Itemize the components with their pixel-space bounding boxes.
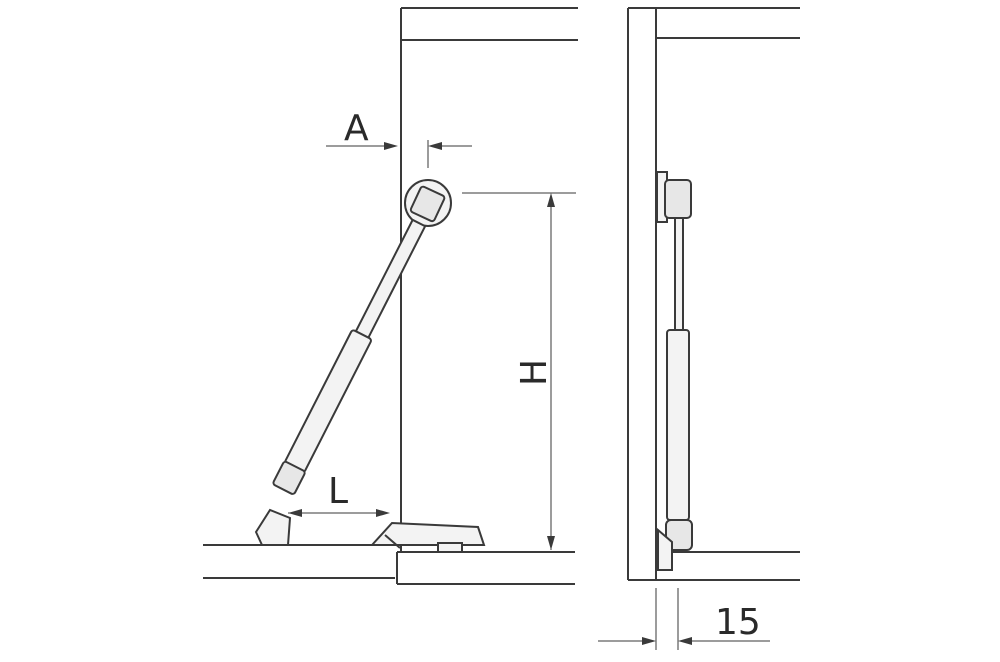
top-mount-ball (404, 179, 452, 227)
cabinet-side-panel (400, 7, 578, 552)
dimension-h-label: H (514, 359, 555, 386)
strut-rod (352, 218, 427, 344)
front-strut-cylinder (666, 329, 690, 521)
front-cabinet-frame (627, 7, 800, 581)
dimension-a-label: A (344, 108, 369, 149)
front-bottom-bracket (657, 519, 693, 571)
dimension-l: L (288, 471, 390, 517)
front-strut-rod (674, 217, 684, 331)
door-panel (203, 544, 395, 579)
dimension-l-label: L (328, 471, 348, 512)
door-bracket (254, 508, 486, 553)
front-view: 15 (598, 7, 800, 650)
gas-strut (272, 218, 427, 495)
dimension-a: A (326, 108, 472, 168)
dimension-h: H (462, 192, 576, 550)
strut-cylinder (284, 329, 372, 474)
strut-end-fitting (272, 460, 306, 495)
dimension-offset: 15 (598, 588, 770, 650)
side-view: A H L (203, 7, 578, 585)
dimension-offset-label: 15 (715, 602, 761, 643)
front-top-bracket (656, 171, 692, 223)
cabinet-bottom-panel (396, 551, 575, 585)
